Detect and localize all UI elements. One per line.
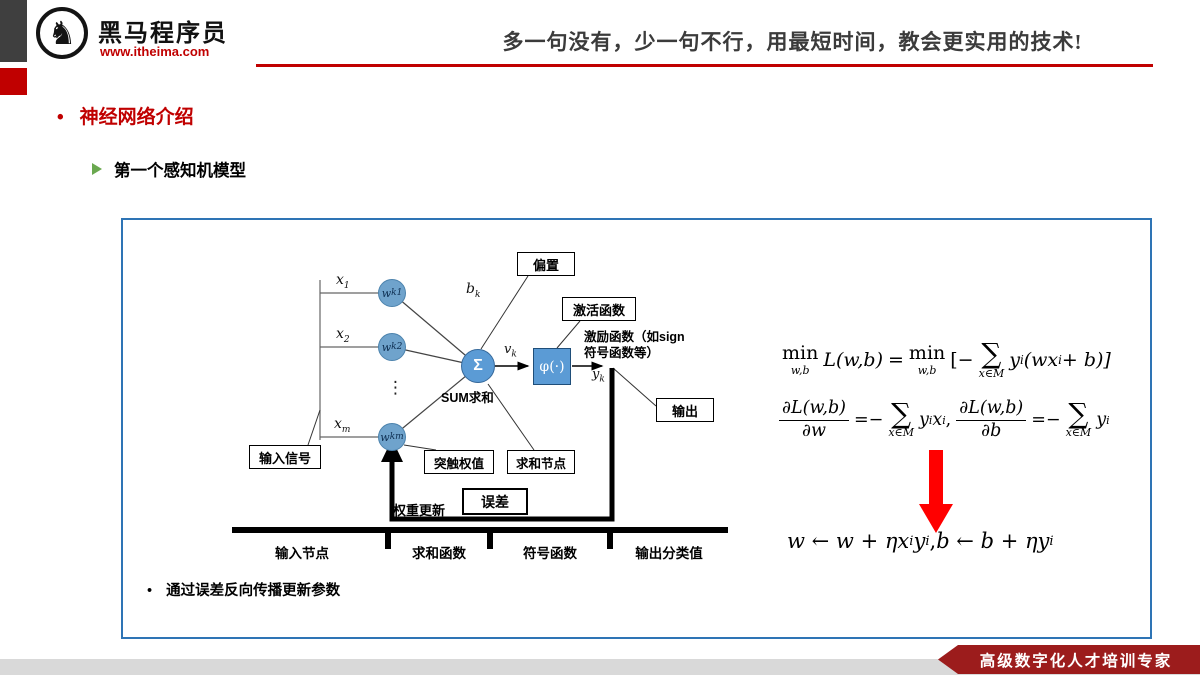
note-text: 通过误差反向传播更新参数 [166,583,341,599]
corner-red-block [0,68,27,95]
content-panel [121,218,1152,639]
v-var: vk [504,342,517,360]
footer-bar [0,659,1200,675]
sum-caption: SUM求和 [441,391,494,405]
sum-node: Σ [461,349,495,383]
activation-note-line2: 符号函数等） [584,346,660,360]
input-x2-label: x2 [336,326,350,345]
input-signal-box: 输入信号 [249,445,321,469]
ellipsis-dots: ⋮ [387,378,404,397]
axis-label-sum-func: 求和函数 [412,546,466,561]
weight-update-label: 权重更新 [393,503,446,518]
error-box: 误差 [462,488,528,515]
brand-name: 黑马程序员 [98,20,228,47]
brand-url: www.itheima.com [100,44,210,59]
subtitle: 第一个感知机模型 [92,157,246,181]
activation-note-line1: 激励函数（如sign [584,330,685,344]
title-bullet: • [57,107,64,128]
bias-var: bk [466,281,481,300]
sum-node-box: 求和节点 [507,450,575,474]
note-bullet-row: • 通过误差反向传播更新参数 [147,579,340,600]
input-xm-label: xm [334,416,351,435]
header-slogan: 多一句没有，少一句不行，用最短时间，教会更实用的技术! [502,30,1083,54]
horse-logo-icon: ♞ [36,7,88,59]
header-divider [256,64,1153,67]
axis-label-output-class: 输出分类值 [635,546,703,561]
page-title-text: 神经网络介绍 [79,107,194,128]
arrow-bullet-icon [92,163,102,175]
axis-label-input-node: 输入节点 [275,546,329,561]
corner-dark-block [0,0,27,62]
activation-box: 激活函数 [562,297,636,321]
subtitle-text: 第一个感知机模型 [114,162,246,180]
page-title: • 神经网络介绍 [57,102,194,129]
footer-ribbon: 高级数字化人才培训专家 [938,645,1200,674]
output-box: 输出 [656,398,714,422]
axis-label-sign-func: 符号函数 [523,546,577,561]
bias-box: 偏置 [517,252,575,276]
synapse-weight-box: 突触权值 [424,450,494,474]
note-bullet: • [147,583,153,599]
y-var: yk [592,367,605,385]
activation-node: φ(·) [533,348,571,385]
input-x1-label: x1 [336,272,350,291]
